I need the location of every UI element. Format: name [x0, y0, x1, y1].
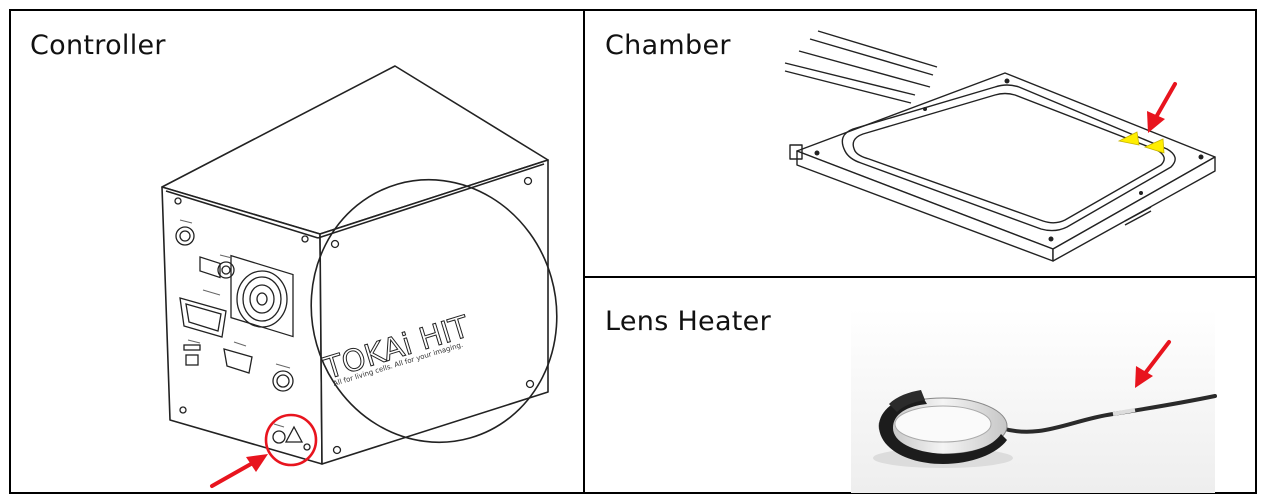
controller-label: Controller	[30, 30, 166, 61]
row-divider	[583, 276, 1257, 278]
arrow-pointer-icon	[1147, 82, 1177, 133]
indicator-triangle	[1117, 131, 1140, 146]
warning-triangle-icon	[284, 425, 304, 443]
lens-heater-photo	[851, 308, 1217, 493]
arrow-pointer-icon	[210, 454, 268, 488]
controller-drawing: TOKAi HIT All for living cells. All for …	[161, 65, 558, 488]
chamber-label: Chamber	[605, 30, 731, 61]
indicator-triangle	[1143, 138, 1165, 154]
lens-heater-label: Lens Heater	[605, 306, 771, 337]
column-divider	[583, 9, 585, 494]
arrow-pointer-icon	[1135, 340, 1171, 388]
chamber-drawing	[784, 30, 1216, 262]
highlight-circle	[264, 413, 318, 467]
figure-table	[9, 9, 1257, 494]
